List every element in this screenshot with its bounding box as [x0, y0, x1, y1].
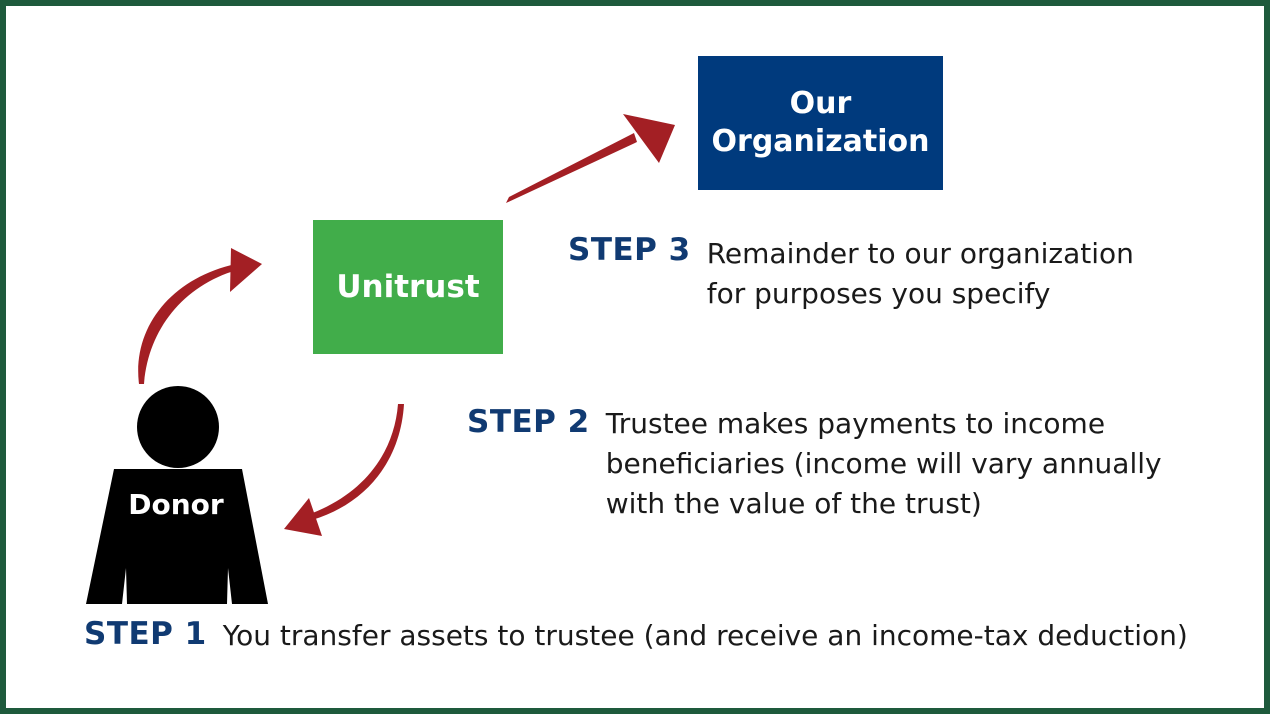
donor-body	[86, 469, 268, 604]
arrow-donor-to-unitrust	[138, 248, 262, 384]
donor-silhouette	[86, 386, 268, 604]
step-1-line-1: You transfer assets to trustee (and rece…	[222, 619, 1188, 652]
step-3: STEP 3 Remainder to our organization for…	[568, 232, 1134, 314]
donor-label: Donor	[128, 488, 224, 521]
step-2-text: Trustee makes payments to income benefic…	[606, 404, 1162, 524]
step-3-line-2: for purposes you specify	[706, 277, 1051, 310]
step-2: STEP 2 Trustee makes payments to income …	[467, 404, 1162, 524]
unitrust-label: Unitrust	[336, 269, 480, 305]
organization-box: Our Organization	[698, 56, 943, 190]
step-3-label: STEP 3	[568, 232, 691, 268]
step-1-text: You transfer assets to trustee (and rece…	[223, 616, 1188, 656]
step-2-line-1: Trustee makes payments to income	[605, 407, 1106, 440]
donor-head	[137, 386, 219, 468]
step-3-line-1: Remainder to our organization	[706, 237, 1134, 270]
step-3-text: Remainder to our organization for purpos…	[707, 234, 1134, 314]
step-2-label: STEP 2	[467, 404, 590, 440]
step-1-label: STEP 1	[84, 616, 207, 652]
step-1: STEP 1 You transfer assets to trustee (a…	[84, 616, 1188, 656]
flow-arrows	[86, 114, 675, 604]
arrow-unitrust-to-donor	[284, 404, 404, 536]
step-2-line-3: with the value of the trust)	[605, 487, 982, 520]
arrow-unitrust-to-organization	[506, 114, 675, 203]
step-2-line-2: beneficiaries (income will vary annually	[605, 447, 1162, 480]
unitrust-box: Unitrust	[313, 220, 503, 354]
organization-label-line1: Our	[789, 86, 852, 121]
organization-label-line2: Organization	[711, 124, 930, 159]
